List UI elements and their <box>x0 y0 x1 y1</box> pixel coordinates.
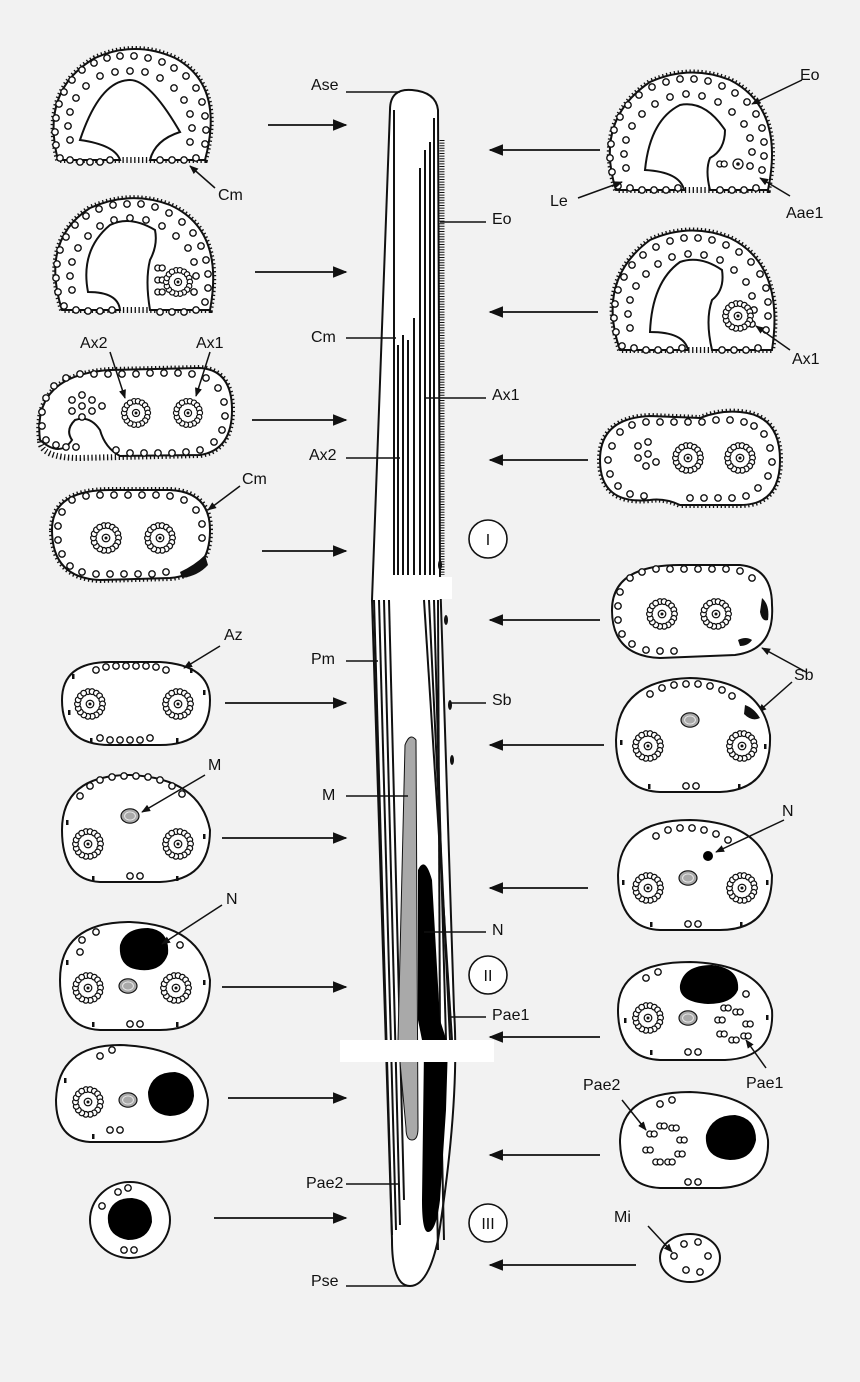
label-ax1-right: Ax1 <box>792 351 820 368</box>
leader-n-left <box>161 904 223 945</box>
cross-section-left-3 <box>36 364 236 462</box>
nucleus <box>107 1198 152 1240</box>
leader-pae2-right <box>621 1099 647 1131</box>
cross-section-right-4 <box>610 564 774 660</box>
cross-section-left-6 <box>60 772 212 883</box>
leader-aae1 <box>759 177 791 197</box>
label-ase: Ase <box>311 77 339 94</box>
label-eo-top: Eo <box>800 67 820 84</box>
sperm-longitudinal-section <box>340 88 494 1288</box>
cross-section-right-9 <box>659 1233 721 1283</box>
cross-section-right-3 <box>596 408 784 508</box>
striated-body <box>760 598 769 621</box>
label-pae1-right: Pae1 <box>746 1075 783 1092</box>
label-pae2-mid: Pae2 <box>306 1175 343 1192</box>
cross-section-left-7 <box>58 920 212 1031</box>
label-cm-top: Cm <box>218 187 243 204</box>
leader-pae1-right <box>745 1039 767 1069</box>
label-ax2-mid: Ax2 <box>309 447 337 464</box>
leader-cm-low <box>207 485 241 511</box>
leader-ax1-left <box>195 351 211 397</box>
nucleus <box>705 1115 756 1160</box>
label-sb-right: Sb <box>794 667 814 684</box>
section-arrows <box>214 119 636 1271</box>
label-pm: Pm <box>311 651 335 668</box>
label-cm-low: Cm <box>242 471 267 488</box>
break-1 <box>374 577 452 599</box>
cross-section-right-8 <box>618 1090 770 1189</box>
cross-section-right-1 <box>606 69 775 194</box>
cross-section-left-4 <box>48 487 214 584</box>
cross-section-right-2 <box>609 227 778 354</box>
label-m-left: M <box>208 757 221 774</box>
cross-section-left-8 <box>54 1043 210 1143</box>
region-marker-1: I <box>468 519 508 559</box>
nucleus-small <box>703 851 713 861</box>
label-pae1-mid: Pae1 <box>492 1007 529 1024</box>
central-labels <box>346 91 486 1287</box>
label-n-mid: N <box>492 922 504 939</box>
label-m-mid: M <box>322 787 335 804</box>
leader-ax2-left <box>109 351 126 399</box>
break-2 <box>340 1040 494 1062</box>
leader-sb-right-1 <box>761 647 807 673</box>
leader-cm-top <box>189 165 216 189</box>
label-le: Le <box>550 193 568 210</box>
leader-az <box>183 645 221 669</box>
label-n-left: N <box>226 891 238 908</box>
label-mi: Mi <box>614 1209 631 1226</box>
cross-section-right-5 <box>614 676 772 793</box>
cross-section-right-7 <box>616 960 774 1061</box>
leader-sb-right-2 <box>757 681 793 713</box>
region-label-3: III <box>481 1216 494 1233</box>
label-aae1: Aae1 <box>786 205 823 222</box>
label-pse: Pse <box>311 1273 339 1290</box>
nucleus <box>119 928 169 971</box>
leader-le <box>577 181 623 199</box>
label-sb-mid: Sb <box>492 692 512 709</box>
nucleus <box>148 1072 194 1116</box>
label-ax1-left: Ax1 <box>196 335 224 352</box>
striated-body <box>744 705 760 720</box>
region-marker-2: II <box>468 955 508 995</box>
mitochondrion-longitudinal <box>397 736 419 1141</box>
nucleus <box>679 965 739 1004</box>
axoneme-lines-region-1 <box>393 110 435 575</box>
cross-section-left-1 <box>50 46 214 166</box>
striated-body <box>180 555 208 578</box>
label-cm-mid: Cm <box>311 329 336 346</box>
striated-body <box>738 638 752 646</box>
leader-eo-top <box>751 79 803 105</box>
cross-section-left-2 <box>52 195 217 316</box>
region-marker-3: III <box>468 1203 508 1243</box>
region-label-2: II <box>484 968 493 985</box>
label-n-right: N <box>782 803 794 820</box>
label-pae2-right: Pae2 <box>583 1077 620 1094</box>
leader-n-right <box>715 819 785 853</box>
cross-section-left-9 <box>89 1181 171 1259</box>
label-eo-mid: Eo <box>492 211 512 228</box>
leader-m-left <box>141 774 206 813</box>
region-label-1: I <box>486 532 490 549</box>
cross-section-right-6 <box>616 818 774 931</box>
label-ax1-mid: Ax1 <box>492 387 520 404</box>
leader-mi <box>647 1225 673 1253</box>
cross-section-left-5 <box>60 661 212 746</box>
label-ax2-left: Ax2 <box>80 335 108 352</box>
leader-ax1-right <box>755 325 791 351</box>
label-az: Az <box>224 627 243 644</box>
